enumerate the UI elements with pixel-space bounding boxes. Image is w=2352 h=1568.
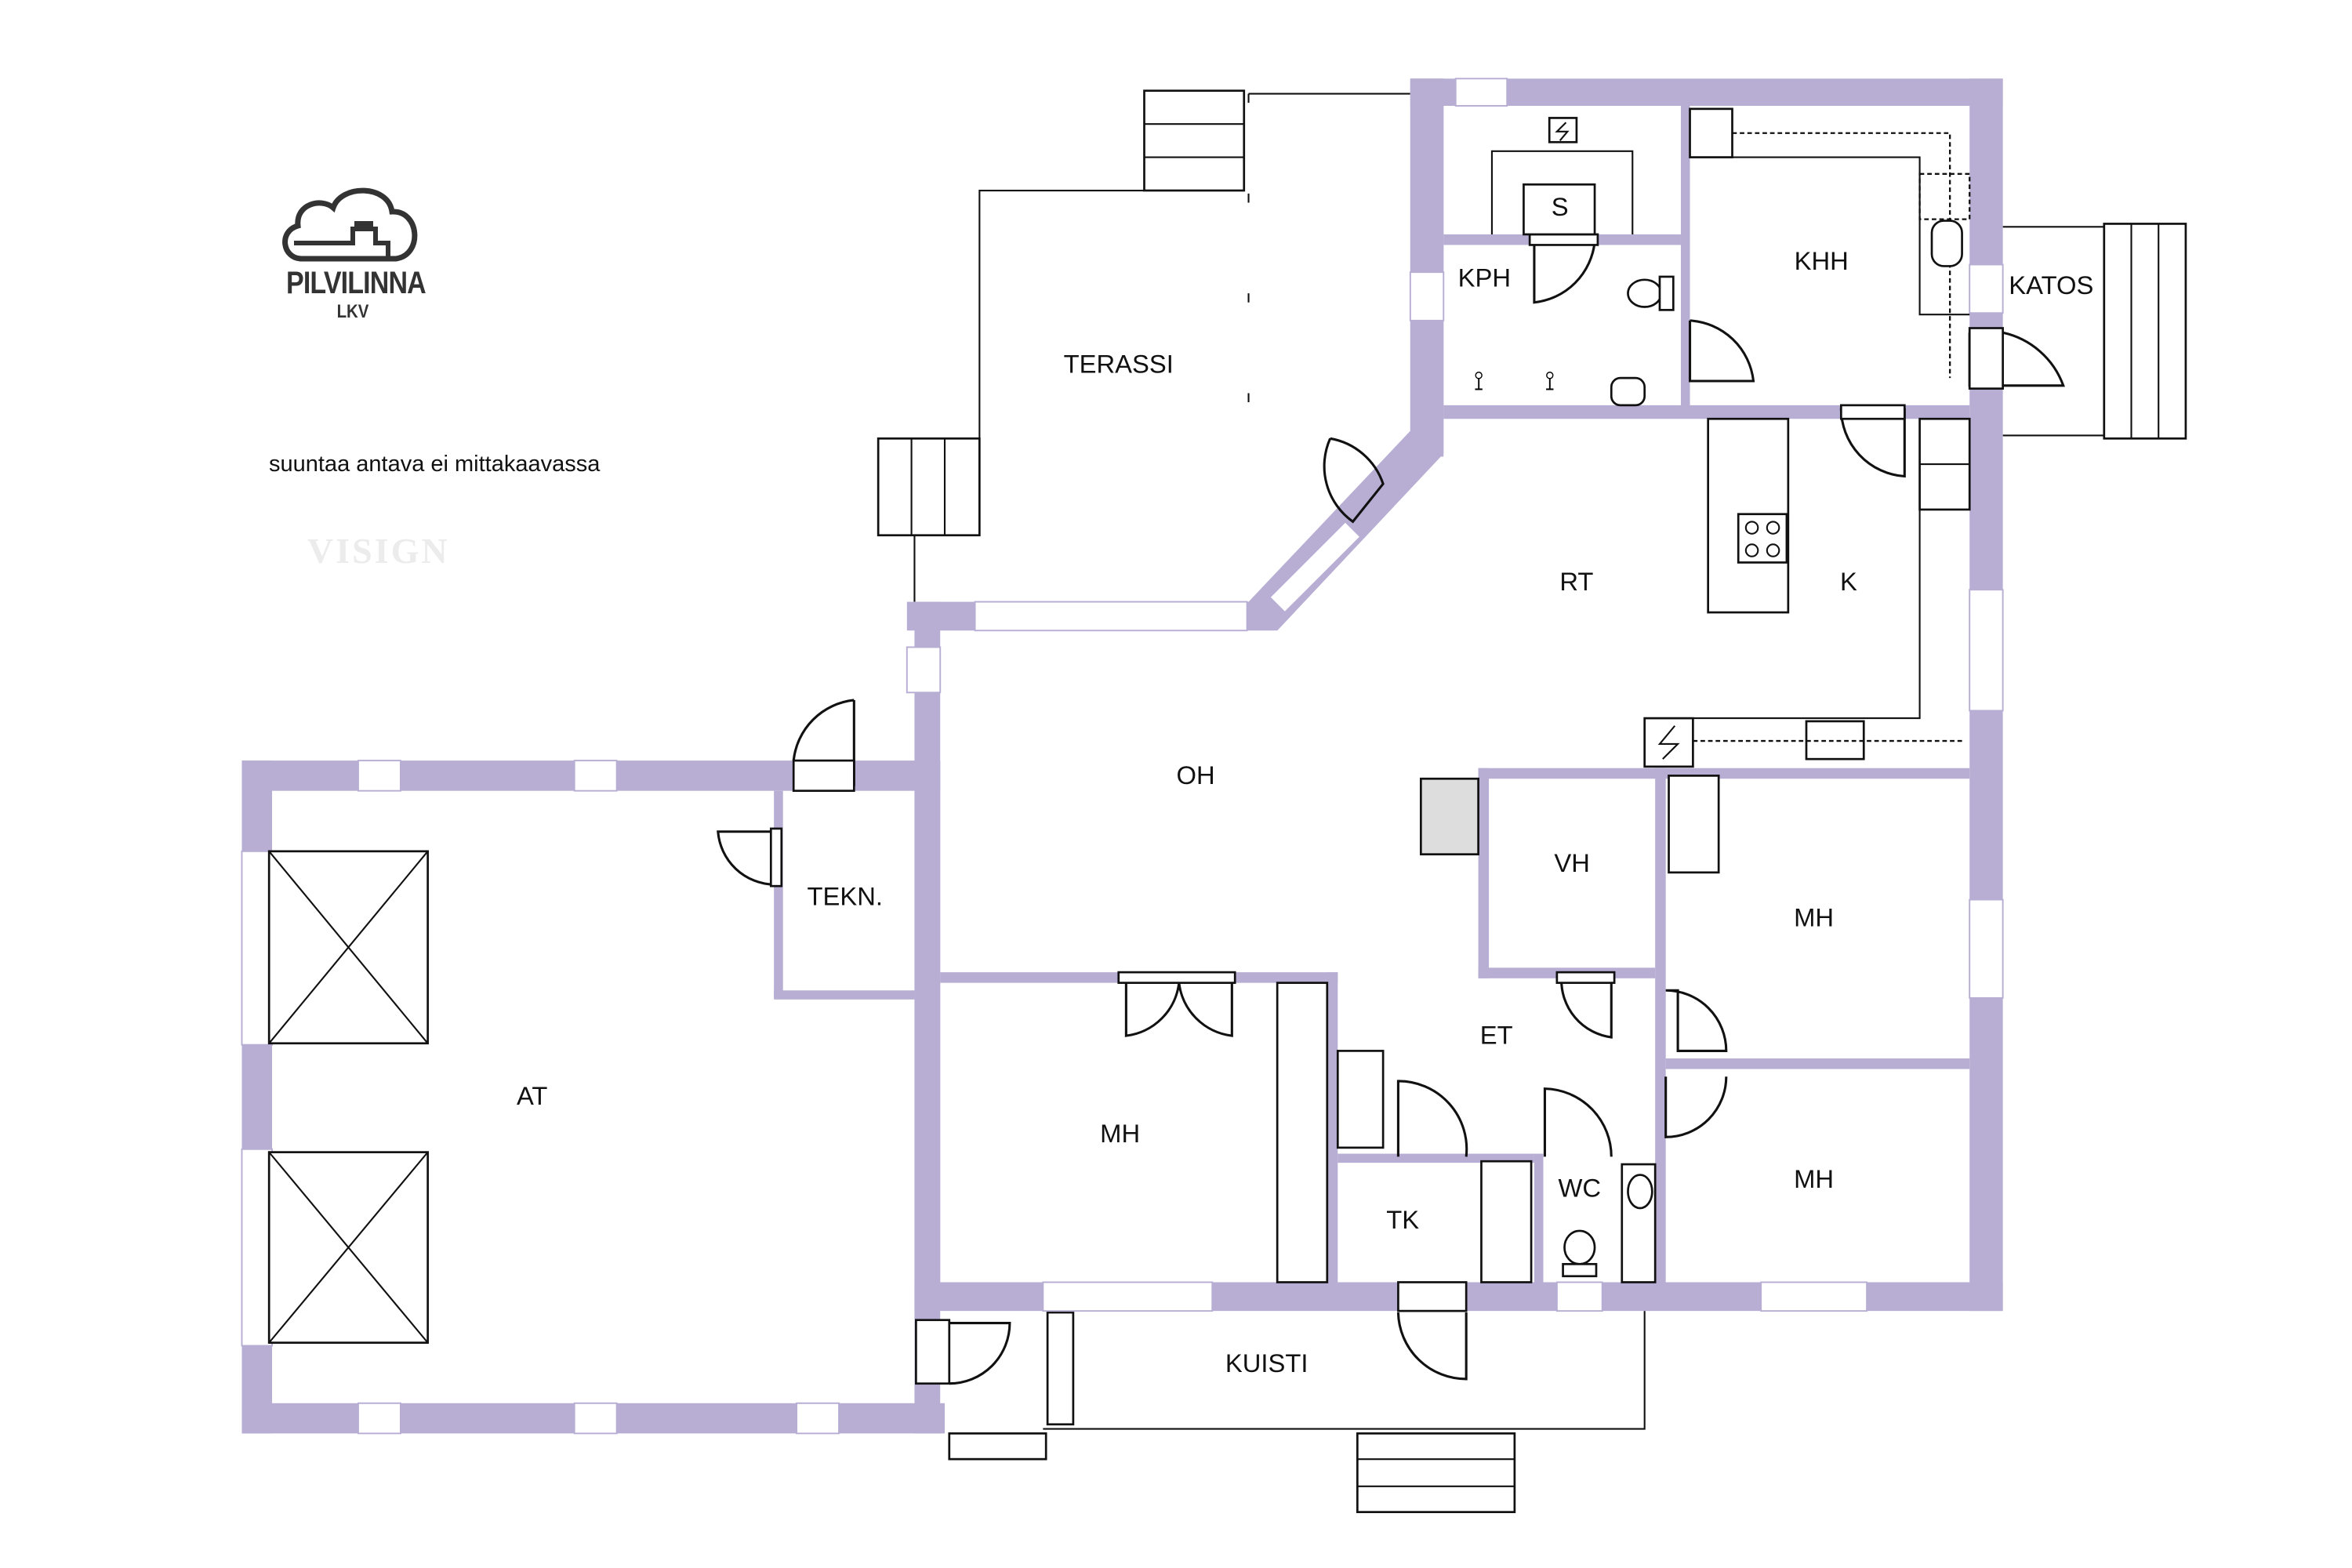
room-khh: KHH [1795, 246, 1849, 275]
room-mh-right-top: MH [1794, 902, 1834, 931]
washbasin-icon [1930, 220, 1963, 267]
room-kph: KPH [1458, 263, 1511, 292]
shower-icon: ⟟ [1544, 367, 1555, 397]
room-rt: RT [1559, 567, 1593, 596]
terrace-stairs-left [877, 437, 981, 537]
wardrobe [1668, 775, 1720, 874]
oven-icon [1643, 717, 1694, 768]
room-at: AT [517, 1081, 547, 1110]
cloud-castle-icon [282, 187, 418, 262]
scale-note: suuntaa antava ei mittakaavassa [269, 452, 601, 477]
washbasin-icon [1627, 1174, 1653, 1210]
room-terassi: TERASSI [1064, 349, 1174, 378]
kuisti-stairs [1356, 1432, 1516, 1513]
room-tekn: TEKN. [808, 881, 883, 910]
room-et: ET [1480, 1021, 1513, 1050]
garage-doors [267, 850, 429, 1344]
room-s: S [1552, 192, 1569, 221]
room-kuisti: KUISTI [1225, 1348, 1308, 1377]
electric-panel-icon [1548, 117, 1578, 143]
fireplace-icon [1419, 777, 1479, 856]
terrace-stairs-top [1143, 89, 1246, 192]
company-logo: PILVILINNA LKV [274, 180, 431, 323]
stove-icon [1737, 513, 1788, 564]
katos-stairs [2103, 223, 2187, 440]
room-mh-right-bottom: MH [1794, 1164, 1834, 1193]
walls [241, 78, 2003, 1434]
room-tk: TK [1386, 1205, 1419, 1234]
shower-icon: ⟟ [1474, 367, 1484, 397]
room-oh: OH [1176, 760, 1214, 789]
room-k: K [1840, 567, 1857, 596]
toilet-icon [1563, 1229, 1596, 1265]
logo-name: PILVILINNA [286, 266, 426, 300]
watermark: VISIGN [307, 531, 450, 571]
room-katos: KATOS [2009, 270, 2093, 299]
toilet-icon [1627, 278, 1663, 308]
sink-icon [1610, 376, 1646, 407]
terrace-outline [877, 89, 1410, 602]
katos-outline [2002, 223, 2187, 440]
sauna-stove [1523, 183, 1596, 236]
kuisti-outline [948, 1311, 1646, 1513]
doors [717, 233, 2065, 1385]
fixtures: ⟟ ⟟ [1276, 107, 1971, 1283]
room-wc: WC [1558, 1173, 1601, 1202]
wardrobe [1276, 982, 1329, 1283]
room-labels: TERASSI KPH S KHH KATOS RT K OH VH MH TE… [517, 192, 2093, 1377]
logo-sub: LKV [336, 301, 369, 322]
room-vh: VH [1554, 848, 1590, 877]
windows [241, 78, 2004, 1435]
room-mh-left: MH [1100, 1119, 1140, 1148]
